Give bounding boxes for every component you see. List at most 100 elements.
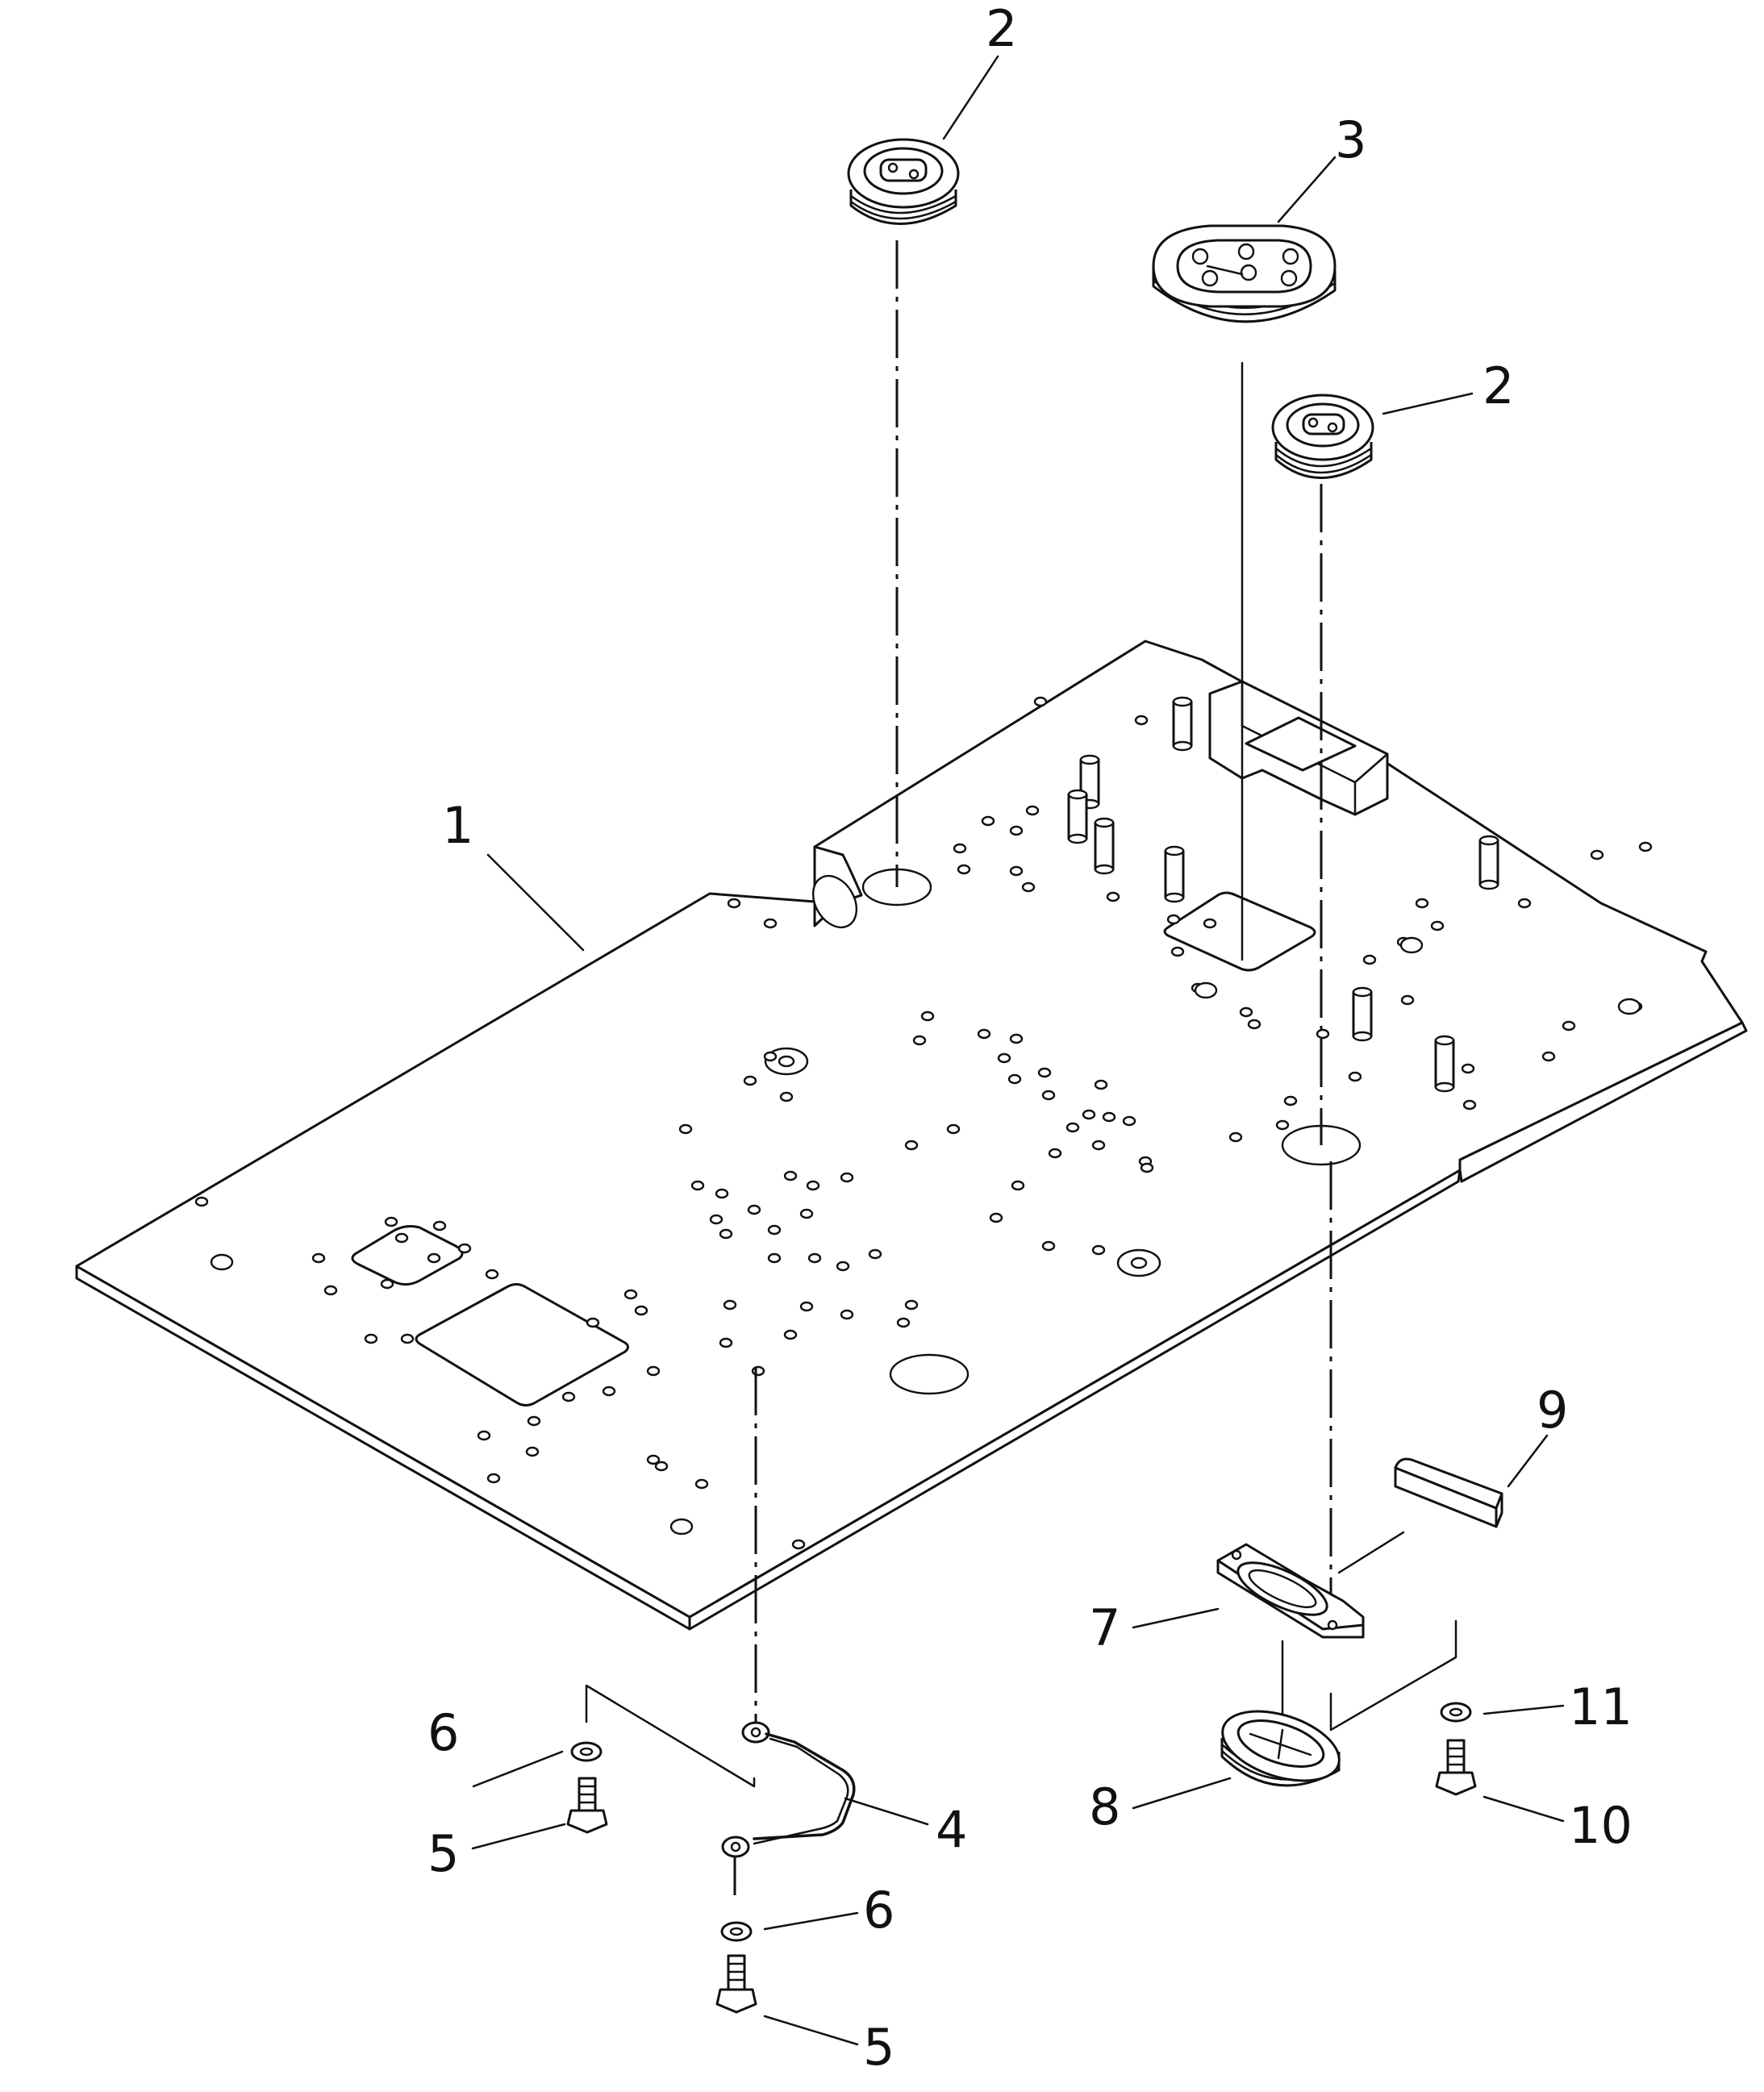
mounting-hole [1617,998,1641,1015]
callout-1: 1 [442,796,473,855]
bolt-hole [1122,1115,1136,1127]
bolt-hole [719,1228,733,1240]
bolt-hole [1590,849,1604,861]
bolt-hole [1283,1095,1298,1106]
callout-10: 10 [1569,1796,1633,1855]
bolt-hole [957,864,971,875]
bolt-hole [646,1454,661,1465]
bolt-hole [763,1051,778,1062]
strip-9 [1394,1457,1503,1528]
bolt-hole [904,1140,919,1151]
bolt-hole [1009,825,1024,836]
bolt-hole [457,1243,472,1254]
bolt-hole [715,1188,729,1199]
bolt-hole [486,1473,501,1484]
bolt-hole [1007,1073,1022,1085]
bolt-hole [634,1305,648,1316]
bolt-hole [1041,1240,1056,1252]
bolt-hole [1041,1090,1056,1101]
bolt-hole [840,1172,854,1183]
bolt-hole [623,1289,638,1300]
mounting-hole [669,1518,694,1536]
bolt-hole [779,1091,794,1102]
bolt-hole [311,1252,326,1264]
bolt-hole [807,1252,822,1264]
bolt-hole [1462,1099,1477,1111]
bolt-hole [743,1075,757,1086]
bolt-hole [723,1299,737,1311]
bolt-hole [763,918,778,929]
bolt-hole [1562,1020,1576,1031]
bolt-hole [586,1317,600,1328]
bolt-hole [380,1278,394,1290]
floor-plate [75,640,1748,1631]
bolt-hole [527,1415,541,1427]
bolt-hole [1203,918,1217,929]
bolt-hole [904,1299,919,1311]
bolt-hole [432,1220,447,1231]
bolt-hole [1362,954,1377,965]
callout-11: 11 [1569,1677,1633,1736]
bolt-hole [1037,1067,1052,1078]
bolt-hole [1011,1180,1025,1191]
bolt-hole [427,1252,441,1264]
bolt-hole [678,1123,693,1135]
callout-9: 9 [1537,1381,1568,1440]
bolt-hole [323,1285,338,1296]
mounting-hole [1399,936,1424,954]
bolt-hole [989,1212,1003,1223]
callout-2-right: 2 [1483,356,1514,415]
bolt-hole [1461,1063,1475,1074]
bolt-hole [1009,1033,1024,1044]
callout-7: 7 [1089,1598,1120,1657]
studs [1067,696,1499,1093]
bolt-hole [1094,1079,1108,1090]
bolt-hole [747,1204,761,1215]
bolt-hole [1048,1148,1062,1159]
bolt-hole [561,1391,576,1402]
bolt-hole [783,1170,798,1181]
callout-3: 3 [1335,110,1366,169]
bolt-hole [1140,1162,1154,1173]
bolt-hole [767,1224,782,1236]
bolt-hole [953,843,967,854]
bolt-hole [799,1301,814,1312]
bolt-hole [1065,1122,1080,1133]
bolt-hole [1316,1028,1330,1040]
bolt-hole [1106,891,1120,902]
bolt-hole [1021,881,1036,893]
bolt-hole [1348,1071,1362,1082]
bolt-hole [1275,1119,1290,1131]
cover-plate-7 [1216,1543,1365,1639]
assembly-lines [585,240,1457,1903]
callout-4: 4 [936,1800,967,1859]
bolt-hole [1415,898,1429,909]
bolt-hole [977,1028,991,1040]
callout-5-left: 5 [427,1824,459,1883]
bolt-hole [1166,914,1181,925]
bolt-hole [400,1333,415,1344]
bolt-hole [981,815,995,827]
mounting-hole [1194,981,1218,999]
bolt-hole [1033,696,1048,707]
bolt-hole [1091,1140,1106,1151]
bolt-hole [525,1446,540,1457]
bolt-hole [1541,1051,1556,1062]
bolt-hole [799,1208,814,1219]
callout-labels: 1 2 3 2 9 7 11 6 8 10 4 5 6 5 [427,0,1633,2077]
bolts [566,1739,1477,2014]
bolt-hole [1082,1109,1096,1120]
bolt-hole [1239,1006,1253,1018]
bolt-hole [384,1216,398,1227]
bolt-hole [1400,994,1415,1006]
bolt-hole [690,1180,705,1191]
bolt-hole [364,1333,378,1344]
washers [570,1702,1472,1942]
bolt-hole [1638,841,1653,852]
bolt-hole [896,1317,911,1328]
callout-6-bottom: 6 [863,1881,895,1940]
callout-6-left: 6 [427,1703,459,1762]
bolt-hole [709,1214,724,1225]
bolt-hole [920,1011,935,1022]
grommet-2-left [847,138,960,225]
